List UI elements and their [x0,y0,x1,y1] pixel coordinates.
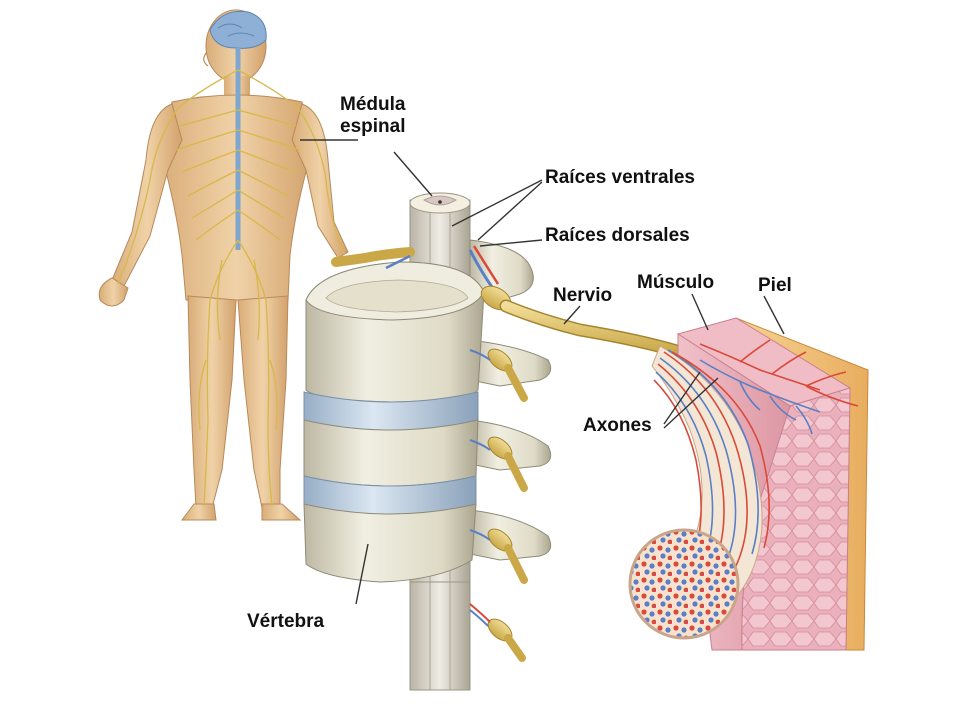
label-musculo: Músculo [637,272,715,293]
label-medula-line2: espinal [340,116,406,137]
leader-lines [300,139,785,605]
spinal-nerve [480,285,687,359]
label-medula-espinal: Médula espinal [340,94,405,138]
label-axones: Axones [583,415,652,436]
label-medula-line1: Médula [340,94,406,115]
label-raices-dorsales: Raíces dorsales [545,225,690,246]
label-vertebra: Vértebra [247,611,325,632]
label-piel: Piel [758,275,792,296]
leader-medula-cord [393,151,433,197]
nerve-cross-section [628,528,740,640]
spinal-column [303,192,552,691]
peripheral-nerves [117,69,345,507]
nerve-bundle [628,345,770,640]
label-raices-ventrales: Raíces ventrales [545,167,695,188]
nerve-roots [331,245,528,662]
human-figure [98,9,349,521]
label-nervio: Nervio [553,285,613,306]
